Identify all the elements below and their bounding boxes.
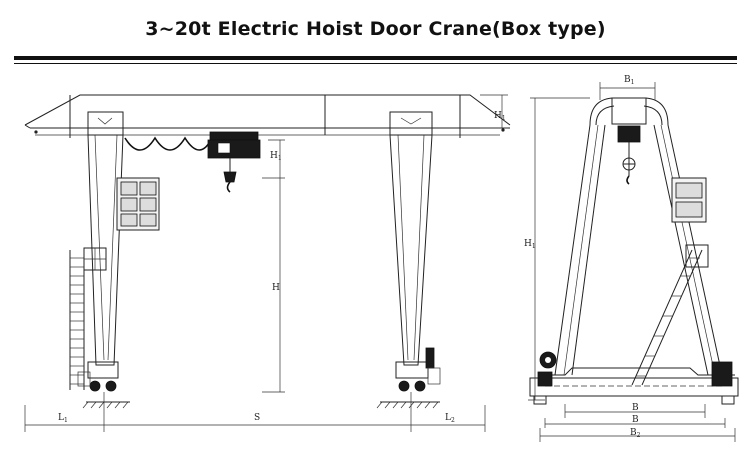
side-top-structure (589, 97, 669, 126)
side-view (528, 82, 739, 442)
front-view (24, 94, 511, 432)
dimension-lines-front (24, 94, 508, 432)
label-l2: L2 (445, 413, 455, 424)
label-l1: L1 (58, 413, 68, 424)
label-s: S (254, 413, 260, 423)
electrical-cabinet (116, 177, 160, 231)
left-end-carriage (77, 361, 130, 409)
main-girder (24, 94, 511, 138)
label-b-inner: B (632, 403, 639, 413)
label-h-right: H1 (524, 239, 536, 250)
label-b-outer: B (632, 415, 639, 425)
right-leg (389, 111, 433, 366)
label-b2: B2 (630, 428, 641, 439)
side-a-frame (554, 124, 723, 376)
access-ladder (69, 247, 107, 390)
side-hoist (617, 125, 641, 185)
right-end-carriage (376, 347, 441, 409)
cable-festoon (124, 136, 213, 151)
page-title: 3~20t Electric Hoist Door Crane(Box type… (145, 18, 606, 40)
electric-hoist (207, 131, 261, 193)
side-bottom-beam (529, 351, 739, 405)
title-rule-thin (14, 63, 737, 64)
dimension-lines-side (528, 82, 736, 442)
label-h: H (272, 283, 280, 293)
left-leg (87, 111, 124, 366)
side-ladder (631, 249, 703, 386)
title-rule-thick (14, 56, 737, 60)
label-h1-top: H1 (494, 111, 506, 122)
label-b1: B1 (624, 75, 634, 86)
side-cabinet (671, 177, 709, 268)
label-h1-mid: H1 (270, 151, 282, 162)
